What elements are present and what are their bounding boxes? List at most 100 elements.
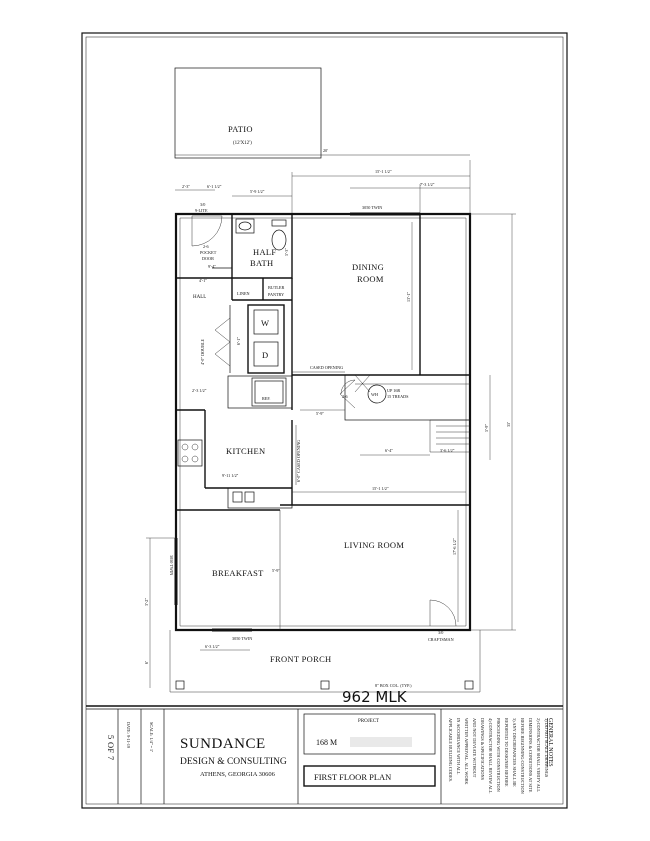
front-porch: 6'-3 1/2" 8" BOX COL. (TYP.) [169, 630, 481, 693]
dim-dining-height: 13'-1" [406, 292, 411, 302]
dim-hall-2: 4'-1" [199, 278, 207, 283]
company-address: ATHENS, GEORGIA 30606 [200, 771, 276, 778]
living-room-label: LIVING ROOM [344, 540, 404, 550]
sheet-date: DATE: 9-11-19 [126, 722, 131, 748]
cased-opening-label: CASED OPENING [310, 365, 343, 370]
dim-bath-height: 5'-3" [284, 248, 289, 256]
sheet-number: 5 OF 7 [106, 735, 116, 760]
front-door-label: 3/0 [438, 630, 443, 635]
dim-right-1: 5'-9" [484, 424, 489, 432]
stairs-label-2: 15 TREADS [387, 394, 409, 399]
general-note-line: 1) DO NOT SCALE DRAWINGS [544, 718, 549, 778]
front-door: 3/0 CRAFTSMAN [428, 599, 457, 642]
dim-hall: 9'-4" [208, 264, 216, 269]
patio-size: (12'X12') [233, 141, 252, 146]
interior-walls [176, 214, 470, 630]
dim-porch-height: 6' [144, 661, 149, 664]
dryer-label: D [262, 350, 268, 360]
general-note-line: 3) ANY DISCREPANCIES SHALL BE [512, 718, 517, 787]
dim-stair-2: 3'-6 1/2" [440, 448, 455, 453]
laundry-door-label: 4'-0" DOUBLE [200, 338, 205, 365]
dim-kitchen-1: 2'-3 1/2" [192, 388, 207, 393]
top-window: 3050 TWIN [350, 205, 420, 216]
window-top-label: 3050 TWIN [362, 205, 382, 210]
general-note-line: BEFORE BEGINNING CONSTRUCTION [520, 718, 525, 794]
general-note-line: WRITTEN APPROVAL. ALL WORK [464, 718, 469, 785]
general-notes-heading: GENERAL NOTES [547, 718, 553, 767]
dim-dining-width: 7'-3 1/2" [420, 182, 435, 187]
front-porch-label: FRONT PORCH [270, 654, 331, 664]
dining-room-label-2: ROOM [357, 274, 384, 284]
front-door-label-2: CRAFTSMAN [428, 637, 454, 642]
closet-door-label: 2-6 [342, 394, 348, 399]
outer-dimensions: 5'-9" 35' 3'-2" 6' [144, 213, 516, 688]
dim-left-side: 3'-2" [144, 598, 149, 606]
exterior-walls [174, 212, 472, 632]
washer-label: W [261, 318, 269, 328]
hall-label: HALL [193, 295, 206, 300]
company-name: SUNDANCE [180, 736, 266, 752]
rear-door: 3/0 9-LITE [191, 202, 223, 247]
stairs-label: UP 16R [387, 388, 400, 393]
butler-label-2: PANTRY [268, 292, 284, 297]
pocket-door-label: 2-6 [203, 244, 209, 249]
side-window: 3050 TWIN [169, 538, 178, 605]
general-note-line: APPLICABLE BUILDING CODES. [448, 718, 453, 782]
interior-dimensions: 5'-3" 13'-1" 9'-4" 4'-1" 6'-1" 2'-3 1/2"… [192, 222, 466, 622]
laundry-double-door: 4'-0" DOUBLE [200, 317, 231, 367]
dim-right-overall: 35' [506, 422, 511, 427]
half-bath-label-2: BATH [250, 258, 273, 268]
dim-living-height: 17'-6 1/2" [452, 538, 457, 555]
window-bottom-label: 3050 TWIN [232, 636, 252, 641]
pocket-door-label-3: DOOR [202, 256, 214, 261]
general-note-line: DIMENSIONS & CONDITIONS AT SITE [528, 718, 533, 793]
butler-label: BUTLER [268, 285, 284, 290]
company-tagline: DESIGN & CONSULTING [180, 757, 287, 767]
dim-patio: 20' [323, 148, 328, 153]
water-heater-label: WH [371, 392, 378, 397]
linen-label: LINEN [237, 291, 250, 296]
sheet-scale: SCALE: 1/4" = 1' [149, 722, 154, 752]
rear-door-label-2: 9-LITE [195, 208, 208, 213]
laundry: W D [253, 309, 279, 367]
dim-left-top: 2'-3" [182, 184, 190, 189]
sheet-title: FIRST FLOOR PLAN [314, 772, 391, 782]
top-dimensions: 15'-1 1/2" 7'-3 1/2" 5'-9 1/2" 2'-3" 6'-… [175, 160, 471, 214]
general-note-line: PROCEEDING WITH CONSTRUCTION [496, 718, 501, 792]
general-note-line: IN ACCORDANCE WITH ALL [456, 718, 461, 775]
general-notes: GENERAL NOTES [547, 718, 553, 767]
window-side-label: 3050 TWIN [169, 555, 174, 575]
dim-kitchen-3: 9'-11 1/2" [222, 473, 239, 478]
box-col-label: 8" BOX COL. (TYP.) [375, 683, 412, 688]
dim-living-width: 15'-1 1/2" [372, 486, 389, 491]
dim-stair-1: 6'-4" [385, 448, 393, 453]
dim-breakfast: 5'-9" [272, 568, 280, 573]
patio: PATIO (12'X12') 20' [174, 67, 470, 159]
dim-porch: 6'-3 1/2" [205, 644, 220, 649]
dim-top-overall: 15'-1 1/2" [375, 169, 392, 174]
refrigerator: REF. [251, 377, 287, 407]
project-value: 168 M [316, 738, 337, 747]
dining-room-label: DINING [352, 262, 384, 272]
sheet-border-inner [85, 36, 564, 805]
dim-bath-width: 5'-9 1/2" [250, 189, 265, 194]
general-note-line: 4) CONTRACTOR SHALL REVIEW ALL [488, 718, 493, 794]
stairs: WH UP 16R 15 TREADS 2-6 [339, 374, 471, 453]
breakfast-label: BREAKFAST [212, 568, 264, 578]
kitchen-counters [177, 375, 293, 509]
half-bath-label: HALF [253, 247, 276, 257]
patio-label: PATIO [228, 124, 253, 134]
general-note-line: 2) CONTRACTOR SHALL VERIFY ALL [536, 718, 541, 792]
title-block: 5 OF 7 DATE: 9-11-19 SCALE: 1/4" = 1' SU… [86, 705, 563, 804]
general-note-line: REPORTED TO DESIGNER BEFORE [504, 718, 509, 787]
pocket-door: 2-6 POCKET DOOR [200, 244, 232, 269]
dim-wd: 6'-1" [236, 337, 241, 345]
ref-label: REF. [262, 396, 270, 401]
bath-fixtures [235, 218, 287, 251]
cased-opening-vertical: 6'-0" CASED OPENING [295, 425, 301, 485]
dim-left-top-2: 6'-1 1/2" [207, 184, 222, 189]
cased-opening-v-label: 6'-0" CASED OPENING [296, 440, 301, 482]
rear-door-label: 3/0 [200, 202, 205, 207]
